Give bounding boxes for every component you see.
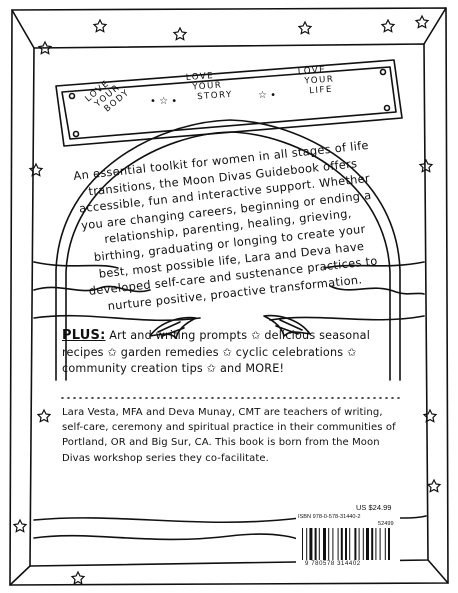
star-icon xyxy=(414,14,430,29)
barcode-bar xyxy=(362,528,364,560)
barcode-bar xyxy=(349,528,351,560)
banner-star-dividers: • ☆ • ☆ • xyxy=(150,90,276,107)
barcode-bar xyxy=(314,528,317,560)
barcode-bar xyxy=(337,528,339,560)
barcode-bar xyxy=(358,528,360,560)
banner-right-line-2: YOUR xyxy=(303,74,334,86)
barcode-bar xyxy=(340,528,343,560)
banner-right-line-3: LIFE xyxy=(309,85,333,97)
star-icon xyxy=(172,26,188,41)
barcode-digits: 9 780578 314402 xyxy=(305,561,361,567)
banner-outline xyxy=(55,59,403,147)
star-icon xyxy=(380,18,396,33)
banner-middle-line-1: LOVE xyxy=(186,71,215,83)
barcode-bar xyxy=(371,528,374,560)
star-icon xyxy=(12,518,28,533)
price-label: US $24.99 xyxy=(356,503,392,512)
barcode-bar xyxy=(306,528,308,560)
star-icon xyxy=(37,40,53,55)
banner-middle-line-3: STORY xyxy=(197,90,233,102)
star-icon xyxy=(418,158,434,173)
barcode-bar xyxy=(302,528,303,560)
barcode-bar xyxy=(379,528,381,560)
barcode-bar xyxy=(366,528,369,560)
svg-text:☆ •: ☆ • xyxy=(258,90,276,101)
author-bio: Lara Vesta, MFA and Deva Munay, CMT are … xyxy=(62,407,396,464)
arch xyxy=(55,119,401,381)
plus-text: Art and writing prompts ✩ delicious seas… xyxy=(62,329,371,375)
barcode-bar xyxy=(332,528,334,560)
plus-label: PLUS: xyxy=(62,328,106,343)
barcode-bar xyxy=(354,528,357,560)
banner-right-line-1: LOVE xyxy=(298,65,327,77)
book-description: An essential toolkit for women in all st… xyxy=(72,137,379,313)
svg-text:• ☆ •: • ☆ • xyxy=(150,96,177,107)
barcode-bar xyxy=(323,528,326,560)
star-icon xyxy=(92,18,108,33)
barcode xyxy=(302,528,390,560)
star-icon xyxy=(28,162,44,177)
barcode-bar xyxy=(318,528,320,560)
barcode-bar xyxy=(328,528,330,560)
barcode-bar xyxy=(309,528,313,560)
star-icon xyxy=(426,478,442,493)
star-icon xyxy=(297,20,313,35)
plus-features: PLUS: Art and writing prompts ✩ deliciou… xyxy=(62,328,402,378)
price-code: 52499 xyxy=(378,521,394,527)
banner-middle-line-2: YOUR xyxy=(191,80,222,92)
star-icon xyxy=(422,408,438,423)
star-icon xyxy=(36,408,52,423)
barcode-bar xyxy=(388,528,390,560)
barcode-box xyxy=(296,502,400,572)
star-decorations xyxy=(12,14,442,585)
barcode-bar xyxy=(384,528,386,560)
isbn-label: ISBN 978-0-578-31440-2 xyxy=(298,514,361,520)
barcode-bar xyxy=(345,528,347,560)
barcode-bar xyxy=(375,528,377,560)
star-icon xyxy=(70,570,86,585)
